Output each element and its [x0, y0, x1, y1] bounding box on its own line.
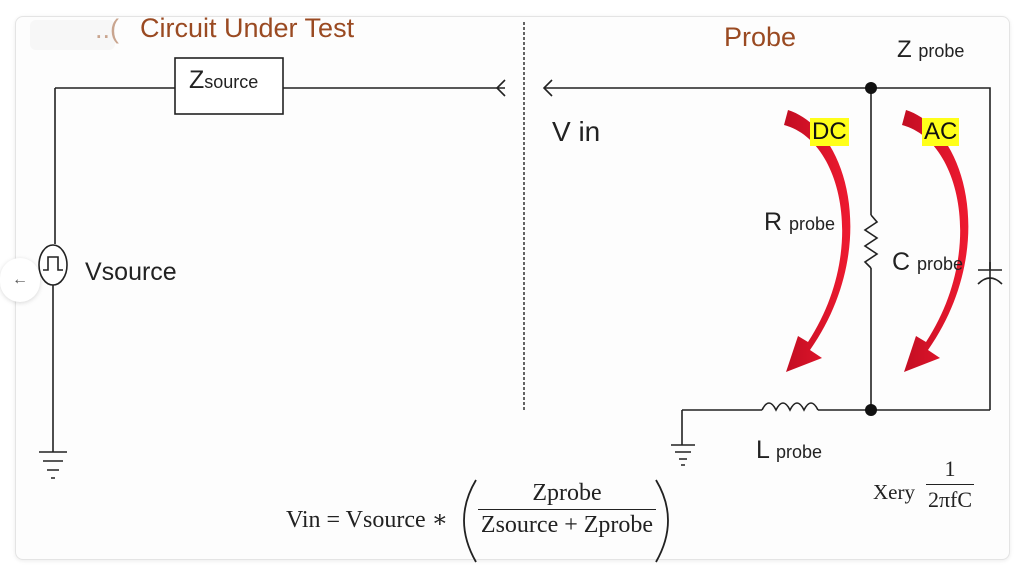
formula-right-paren	[655, 479, 669, 563]
dc-arrow-icon	[784, 110, 851, 372]
vin-label: V in	[552, 116, 601, 147]
probe-title: Probe	[724, 22, 797, 52]
junction-top	[865, 82, 877, 94]
title-prefix: ..(	[95, 14, 119, 44]
square-wave-icon	[43, 256, 63, 271]
ground-left-icon	[39, 451, 67, 479]
formula-denominator: Zsource + Zprobe	[480, 512, 654, 538]
zprobe-sub: probe	[918, 41, 965, 61]
junction-bottom	[865, 404, 877, 416]
cprobe-label: C probe	[892, 248, 963, 277]
formula-fraction: Zprobe Zsource + Zprobe	[478, 480, 656, 539]
back-button[interactable]: ←	[0, 258, 40, 302]
lprobe-sub: probe	[775, 442, 822, 462]
reactance-denominator: 2πfC	[927, 487, 973, 512]
reactance-numerator: 1	[926, 456, 974, 485]
zprobe-main: Z	[897, 36, 912, 63]
rprobe-label: R probe	[764, 208, 835, 237]
vsource-icon	[38, 244, 68, 286]
wire-vin	[544, 87, 991, 410]
zprobe-label: Z probe	[897, 36, 964, 64]
lprobe-label: L probe	[756, 436, 822, 465]
lprobe-main: L	[756, 436, 769, 464]
cprobe-main: C	[892, 248, 911, 276]
zsource-main: Z	[189, 66, 205, 94]
cprobe-sub: probe	[917, 254, 964, 274]
rprobe-main: R	[764, 208, 783, 236]
ac-badge: AC	[922, 118, 960, 146]
zsource-label: Zsource	[189, 66, 258, 95]
ground-right-icon	[671, 444, 695, 466]
dc-badge: DC	[810, 118, 849, 146]
capacitor-icon	[977, 262, 1003, 285]
inductor-icon	[761, 402, 819, 412]
zsource-sub: source	[204, 72, 259, 92]
blurred-tab	[30, 20, 115, 50]
arrow-left-icon: ←	[12, 271, 28, 288]
vsource-label: Vsource	[85, 258, 177, 286]
zsource-box	[174, 57, 284, 115]
reactance-lhs: Xery	[873, 480, 915, 504]
ac-arrow-icon	[902, 110, 969, 372]
connector-left-icon	[495, 79, 506, 97]
rprobe-sub: probe	[789, 214, 836, 234]
formula-lhs: Vin = Vsource ∗	[286, 507, 448, 533]
circuit-under-test-title: Circuit Under Test	[140, 13, 355, 43]
formula-left-paren	[463, 479, 477, 563]
resistor-icon	[863, 214, 879, 269]
reactance-fraction: 1 2πfC	[926, 456, 974, 513]
formula-numerator: Zprobe	[478, 480, 656, 510]
